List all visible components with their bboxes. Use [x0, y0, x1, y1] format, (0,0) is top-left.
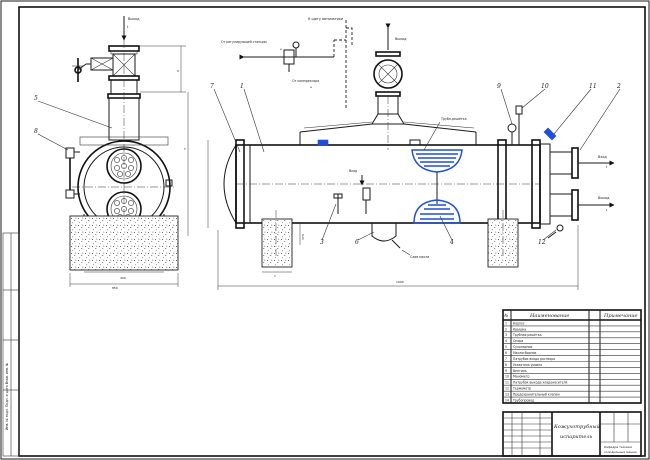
spec-row-name: Патрубок входа раствора — [513, 357, 555, 361]
svg-text:0: 0 — [176, 70, 180, 72]
spec-row-name: Трубная решётка — [512, 333, 542, 337]
svg-text:Вход: Вход — [349, 169, 358, 173]
svg-text:t: t — [606, 165, 608, 169]
label-out-top: Выход — [128, 17, 140, 21]
callout-4: 4 — [449, 239, 454, 246]
svg-text:холодильных машин: холодильных машин — [604, 450, 637, 454]
svg-text:850: 850 — [112, 286, 118, 290]
callout-10: 10 — [541, 83, 549, 90]
svg-text:370: 370 — [301, 234, 305, 240]
svg-text:t: t — [606, 208, 608, 212]
callout-6: 6 — [355, 239, 359, 246]
spec-row-number: 8 — [505, 363, 507, 367]
callout-11: 11 — [589, 83, 597, 90]
label-main-line: К щиту автоматики — [308, 17, 343, 21]
spec-row-number: 6 — [505, 351, 507, 355]
label-out-right-top: Выход — [395, 37, 407, 41]
spec-row-name: Опора — [513, 339, 523, 343]
callout-12: 12 — [538, 239, 546, 246]
spec-row-number: 12 — [505, 387, 509, 391]
svg-text:1: 1 — [274, 274, 276, 278]
spec-row-name: Корпус — [513, 321, 525, 325]
svg-text:н: н — [310, 85, 312, 89]
label-out-right-bot: Выход — [598, 196, 610, 200]
title-name-1: Кожухотрубный — [553, 423, 600, 430]
svg-text:Кафедра техники: Кафедра техники — [604, 445, 632, 449]
callout-2: 2 — [616, 83, 621, 90]
callout-9: 9 — [497, 83, 501, 90]
svg-text:t: t — [127, 25, 129, 29]
spec-row-name: Крышка — [513, 327, 526, 331]
side-view: Выход t 0 — [34, 16, 189, 290]
svg-text:Примечание: Примечание — [603, 313, 637, 319]
svg-text:№: № — [503, 313, 509, 319]
spec-row-number: 11 — [505, 381, 509, 385]
callout-1: 1 — [240, 83, 244, 90]
frame-side-text: Инв. № подл. Подп. и дата Взам. инв. № — [5, 362, 9, 430]
callout-3: 3 — [320, 239, 324, 246]
label-from-control: От регулирующей станции — [221, 40, 267, 44]
svg-text:400: 400 — [120, 276, 126, 280]
label-tube-sheet: Трубн.решётка — [440, 117, 467, 121]
callout-7: 7 — [210, 83, 214, 90]
spec-row-name: Трубопровод — [512, 398, 534, 402]
callout-5: 5 — [34, 95, 38, 102]
spec-row-name: Манометр — [513, 375, 530, 379]
spec-row-name: Вентиль — [513, 369, 527, 373]
svg-text:Наименование: Наименование — [529, 313, 569, 319]
callout-8: 8 — [34, 128, 38, 135]
main-view: К щиту автоматики От регулирующей станци… — [207, 17, 621, 290]
svg-text:1990: 1990 — [396, 280, 404, 284]
spec-row-name: Указатель уровня — [513, 363, 542, 367]
spec-row-number: 3 — [505, 333, 507, 337]
spec-row-number: 14 — [505, 398, 509, 402]
label-in: Вход — [598, 155, 607, 159]
spec-row-name: Термометр — [512, 387, 531, 391]
spec-row-name: Предохранительный клапан — [513, 392, 560, 396]
title-name-2: испаритель — [560, 434, 593, 440]
spec-row-number: 13 — [505, 392, 509, 396]
spec-row-number: 5 — [505, 345, 507, 349]
parts-list: № Наименование Примечание 1 Корпус 2 Крышка… — [502, 309, 642, 404]
spec-row-number: 2 — [505, 327, 507, 331]
spec-row-number: 9 — [505, 369, 507, 373]
label-oil-drain: Слив масла — [410, 255, 429, 259]
svg-text:3: 3 — [183, 148, 187, 150]
svg-text:н: н — [280, 47, 282, 51]
spec-row-number: 1 — [505, 321, 507, 325]
spec-row-name: Патрубок выхода хладоносителя — [513, 381, 568, 385]
spec-row-number: 4 — [505, 339, 507, 343]
spec-row-name: Сухопарник — [513, 345, 533, 349]
svg-text:От компрессора: От компрессора — [292, 79, 319, 83]
title-block: Кожухотрубный испаритель Кафедра техники… — [502, 411, 642, 457]
spec-row-name: Маслосборник — [513, 351, 537, 355]
spec-row-number: 7 — [505, 357, 507, 361]
spec-row-number: 10 — [505, 375, 509, 379]
